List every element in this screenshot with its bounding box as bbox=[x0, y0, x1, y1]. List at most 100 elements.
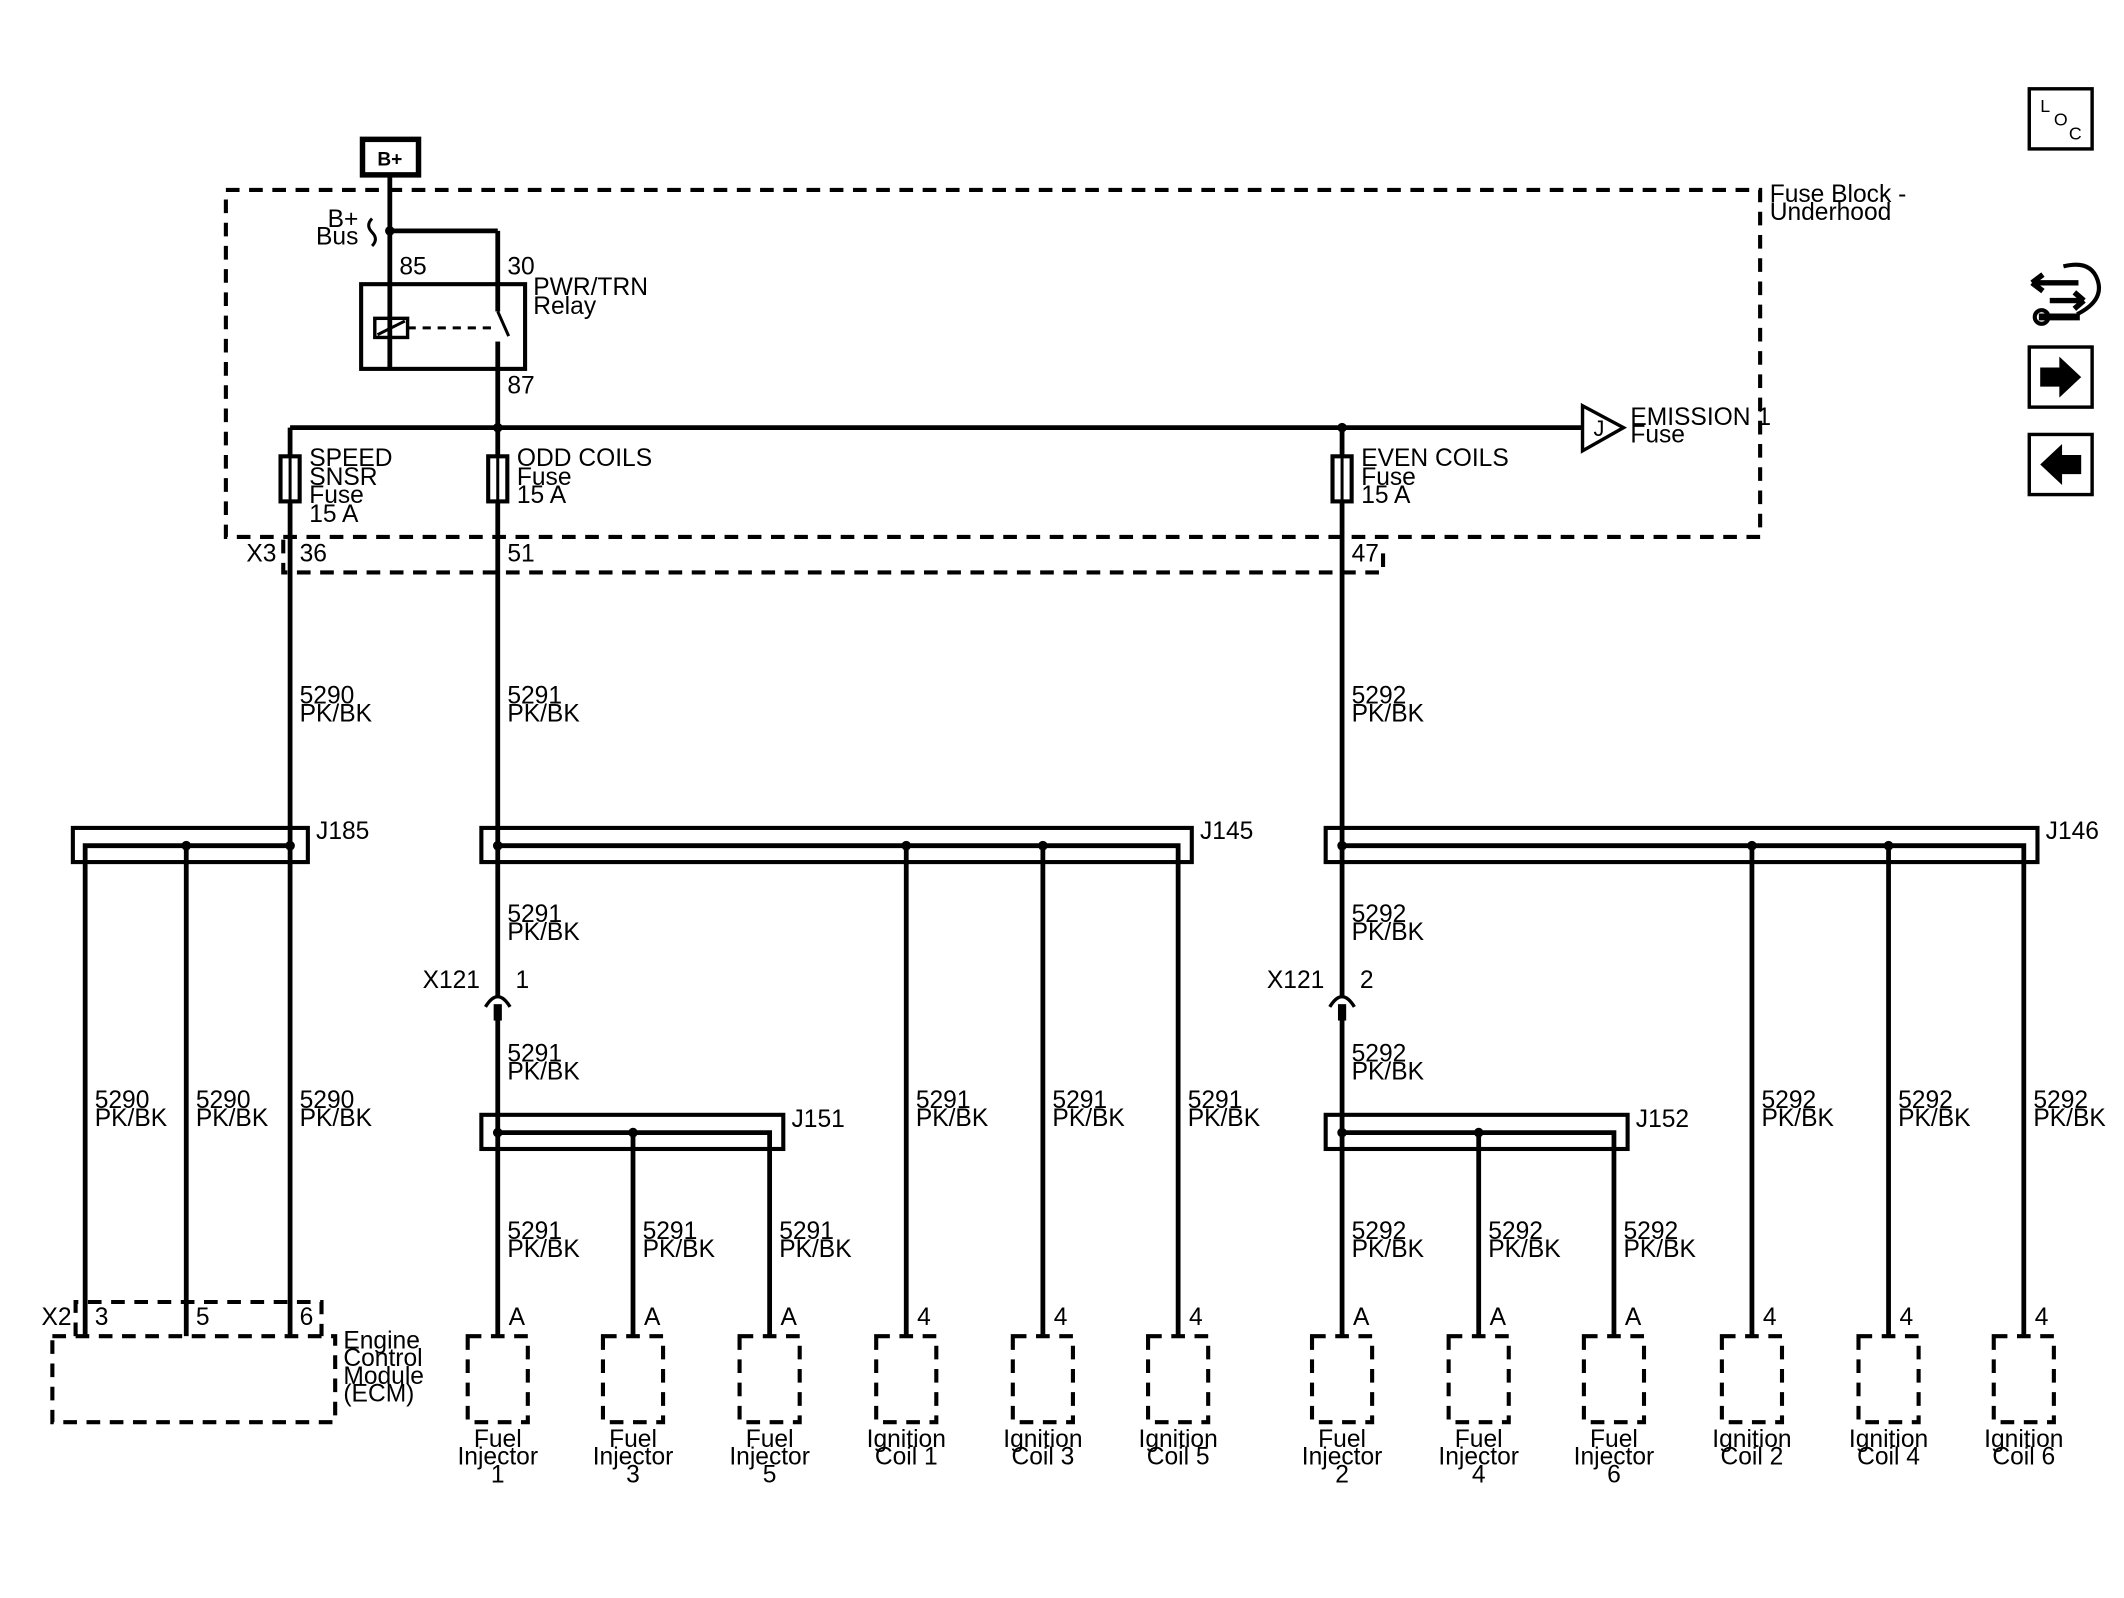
c5292-num-a: 5292 bbox=[1352, 683, 1407, 710]
c5292-color-coil6: PK/BK bbox=[2033, 1105, 2106, 1132]
component-row: AFuelInjector1AFuelInjector3AFuelInjecto… bbox=[457, 1304, 2063, 1488]
x121-label-1: X121 bbox=[423, 967, 480, 994]
x3-connector-outline bbox=[281, 539, 1386, 575]
splice-j185 bbox=[70, 825, 310, 1337]
bplus-label: B+ bbox=[377, 149, 402, 170]
c5291-num-inj1: 5291 bbox=[507, 1218, 562, 1245]
component-pin: A bbox=[781, 1304, 798, 1331]
c5292-num-inj2: 5292 bbox=[1352, 1218, 1407, 1245]
component-label-line-3: 1 bbox=[491, 1461, 505, 1488]
ecm-name-4: (ECM) bbox=[343, 1381, 414, 1408]
arrow-right-icon[interactable] bbox=[2027, 345, 2094, 409]
component-label-line-1: Ignition bbox=[1712, 1426, 1791, 1453]
c5292-color-coil4: PK/BK bbox=[1898, 1105, 1971, 1132]
component-label-line-2: Injector bbox=[457, 1444, 538, 1471]
c5292-color-coil2: PK/BK bbox=[1761, 1105, 1834, 1132]
odd-fuse-label-1: ODD COILS bbox=[517, 445, 652, 472]
ecm-name-2: Control bbox=[343, 1345, 422, 1372]
component-label-line-1: Fuel bbox=[1455, 1426, 1503, 1453]
relay-pin-87: 87 bbox=[507, 372, 534, 399]
x121-pin-1: 1 bbox=[516, 967, 530, 994]
ecm-pin-3: 3 bbox=[95, 1304, 109, 1331]
ecm-connector-x2: X2 bbox=[41, 1304, 71, 1331]
c5291-color-coil1: PK/BK bbox=[916, 1105, 989, 1132]
emission-ref-letter: J bbox=[1593, 416, 1604, 441]
component-pin: 4 bbox=[1899, 1304, 1913, 1331]
loc-letter-o: O bbox=[2054, 110, 2068, 130]
even-fuse-label-1: EVEN COILS bbox=[1361, 445, 1509, 472]
x3-label: X3 bbox=[246, 541, 276, 568]
x121-connector-2 bbox=[1328, 994, 1356, 1337]
emission-fuse-reference: J bbox=[1580, 402, 1628, 454]
component-label-line-2: Coil 1 bbox=[875, 1444, 938, 1471]
bus-label-2: Bus bbox=[316, 224, 358, 251]
component-label-line-2: Coil 5 bbox=[1147, 1444, 1210, 1471]
component-label-line-1: Fuel bbox=[1590, 1426, 1638, 1453]
c5291-color-inj1: PK/BK bbox=[507, 1236, 580, 1263]
emission-fuse-label-2: Fuse bbox=[1630, 422, 1685, 449]
fuel-injector-body bbox=[1309, 1334, 1375, 1425]
component-label-line-2: Coil 3 bbox=[1011, 1444, 1074, 1471]
component-pin: A bbox=[644, 1304, 661, 1331]
component-label-line-2: Injector bbox=[1574, 1444, 1655, 1471]
component-label-line-2: Injector bbox=[1302, 1444, 1383, 1471]
c5292-num-inj6: 5292 bbox=[1624, 1218, 1679, 1245]
component-pin: 4 bbox=[2035, 1304, 2049, 1331]
x121-pin-2: 2 bbox=[1360, 967, 1374, 994]
c5291-color-a: PK/BK bbox=[507, 700, 580, 727]
fuel-injector-body bbox=[737, 1334, 802, 1425]
c5290-color-ecm-1: PK/BK bbox=[95, 1105, 168, 1132]
fuse-block-outline bbox=[223, 187, 1763, 539]
j146-label: J146 bbox=[2046, 818, 2099, 845]
component-label-line-1: Fuel bbox=[746, 1426, 794, 1453]
component-pin: 4 bbox=[1189, 1304, 1203, 1331]
component-label-line-1: Ignition bbox=[867, 1426, 946, 1453]
c5291-num-a: 5291 bbox=[507, 683, 562, 710]
j145-label: J145 bbox=[1200, 818, 1253, 845]
connector-tool-icon[interactable] bbox=[2030, 262, 2101, 326]
component-pin: 4 bbox=[1763, 1304, 1777, 1331]
ignition-coil-body bbox=[1991, 1334, 2056, 1425]
relay-pin-30: 30 bbox=[507, 254, 534, 281]
x121-label-2: X121 bbox=[1267, 967, 1324, 994]
c5291-num-coil1: 5291 bbox=[916, 1087, 971, 1114]
odd-fuse-label-3: 15 A bbox=[517, 482, 567, 509]
ecm-pin-5: 5 bbox=[196, 1304, 210, 1331]
c5292-num-coil4: 5292 bbox=[1898, 1087, 1953, 1114]
component-label-line-3: 4 bbox=[1472, 1461, 1486, 1488]
x121-connector-1 bbox=[483, 994, 512, 1337]
speed-fuse-label-3: Fuse bbox=[309, 482, 364, 509]
c5292-color-inj6: PK/BK bbox=[1624, 1236, 1697, 1263]
component-label-line-2: Coil 4 bbox=[1857, 1444, 1920, 1471]
ecm-name-1: Engine bbox=[343, 1327, 420, 1354]
component-pin: A bbox=[1490, 1304, 1507, 1331]
c5290-num-ecm-3: 5290 bbox=[300, 1087, 355, 1114]
c5292-color-c: PK/BK bbox=[1352, 1058, 1425, 1085]
component-label-line-2: Coil 6 bbox=[1992, 1444, 2055, 1471]
c5291-num-coil3: 5291 bbox=[1052, 1087, 1107, 1114]
component-label-line-1: Ignition bbox=[1138, 1426, 1217, 1453]
loc-letter-c: C bbox=[2069, 123, 2082, 143]
c5292-num-coil2: 5292 bbox=[1761, 1087, 1816, 1114]
arrow-left-icon[interactable] bbox=[2027, 432, 2094, 497]
splice-j152 bbox=[1323, 1112, 1630, 1337]
c5291-color-c: PK/BK bbox=[507, 1058, 580, 1085]
location-button[interactable]: L O C bbox=[2027, 87, 2094, 151]
fuse-block-label-1: Fuse Block - bbox=[1770, 181, 1907, 208]
j151-label: J151 bbox=[791, 1106, 844, 1133]
component-label-line-1: Ignition bbox=[1984, 1426, 2063, 1453]
component-label-line-3: 3 bbox=[626, 1461, 640, 1488]
speed-fuse-label-1: SPEED bbox=[309, 445, 392, 472]
c5292-color-a: PK/BK bbox=[1352, 700, 1425, 727]
component-label-line-3: 6 bbox=[1607, 1461, 1621, 1488]
engine-control-module bbox=[50, 1299, 338, 1425]
x3-pin-36: 36 bbox=[300, 541, 327, 568]
even-fuse-label-2: Fuse bbox=[1361, 464, 1416, 491]
